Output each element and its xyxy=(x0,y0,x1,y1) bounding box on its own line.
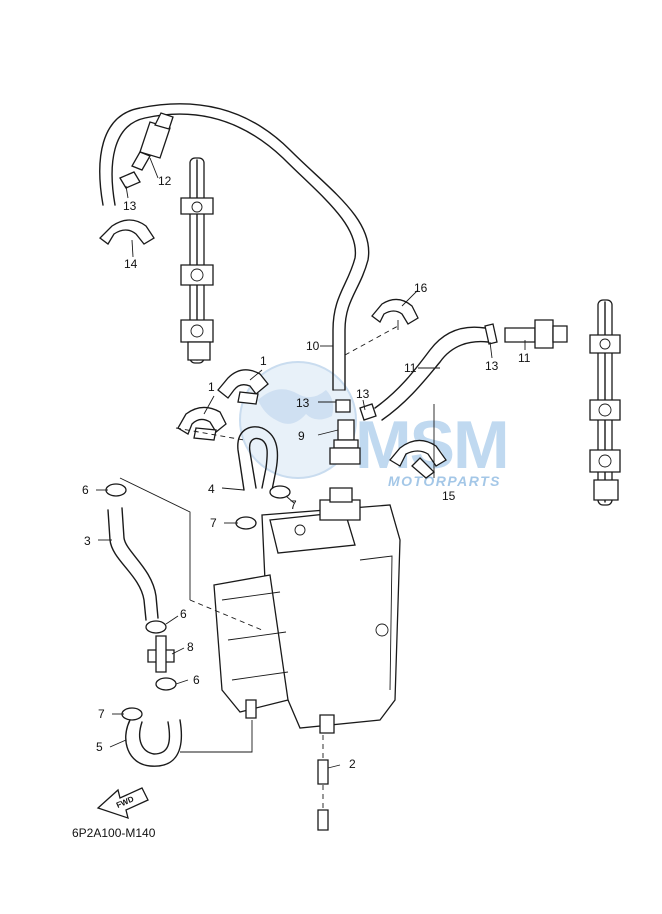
hose-9 xyxy=(99,103,370,391)
fwd-arrow-icon: FWD xyxy=(96,787,149,819)
callout-14: 14 xyxy=(124,257,138,271)
callout-4: 4 xyxy=(208,482,215,496)
clamp-15 xyxy=(389,439,447,479)
fitting-12 xyxy=(329,399,377,465)
connector-11-right xyxy=(504,319,568,349)
clamp-1-upper xyxy=(217,369,269,405)
callout-15: 15 xyxy=(442,489,456,503)
callout-7-lower: 7 xyxy=(98,707,105,721)
callout-5: 5 xyxy=(96,740,103,754)
callout-6-upper: 6 xyxy=(82,483,89,497)
callout-1-lower: 1 xyxy=(208,380,215,394)
clip-13-top xyxy=(119,171,141,189)
fuel-rail-right xyxy=(589,299,621,506)
watermark-sub-text: MOTORPARTS xyxy=(388,473,501,489)
callout-3: 3 xyxy=(84,534,91,548)
tube-2 xyxy=(317,735,329,831)
clamp-14 xyxy=(99,219,155,245)
callout-12: 9 xyxy=(298,429,305,443)
callout-10: 11 xyxy=(404,361,417,375)
callout-6-mid: 6 xyxy=(180,607,187,621)
diagram-code: 6P2A100-M140 xyxy=(72,826,156,840)
fuel-rail-left xyxy=(180,157,214,364)
callout-16: 16 xyxy=(414,281,428,295)
callout-13-mid: 13 xyxy=(296,396,310,410)
clip-7-upper xyxy=(269,485,291,499)
callout-11-top: 12 xyxy=(158,174,172,188)
clip-7-lower xyxy=(121,707,143,721)
callout-7-mid: 7 xyxy=(210,516,217,530)
callout-6-lower: 6 xyxy=(193,673,200,687)
clamp-1-lower xyxy=(177,406,227,441)
clip-13-right xyxy=(484,323,498,345)
callout-13-mid-right: 13 xyxy=(356,387,370,401)
watermark: MSM MOTORPARTS xyxy=(239,361,510,489)
hose-10 xyxy=(374,326,489,421)
clip-6-lower xyxy=(155,677,177,691)
callout-8: 8 xyxy=(187,640,194,654)
callout-2: 2 xyxy=(349,757,356,771)
clamp-16 xyxy=(371,298,419,330)
fuel-pump-body xyxy=(213,487,401,734)
callout-7-upper: 7 xyxy=(290,498,297,512)
hose-3 xyxy=(107,507,159,621)
leader-lines xyxy=(96,157,526,769)
connector-11-top xyxy=(131,112,174,171)
callout-1-upper: 1 xyxy=(260,354,267,368)
clip-6-upper xyxy=(105,483,127,497)
clip-7-mid xyxy=(235,516,257,530)
callout-13-top-left: 13 xyxy=(123,199,137,213)
callout-13-right: 13 xyxy=(485,359,499,373)
callout-9: 10 xyxy=(306,339,320,353)
hose-5 xyxy=(125,719,182,767)
joint-8 xyxy=(147,635,175,673)
callouts: 12 13 14 16 10 11 11 13 13 13 9 15 1 1 4… xyxy=(82,174,531,771)
clip-6-mid xyxy=(145,620,167,634)
callout-11-right: 11 xyxy=(518,351,531,365)
